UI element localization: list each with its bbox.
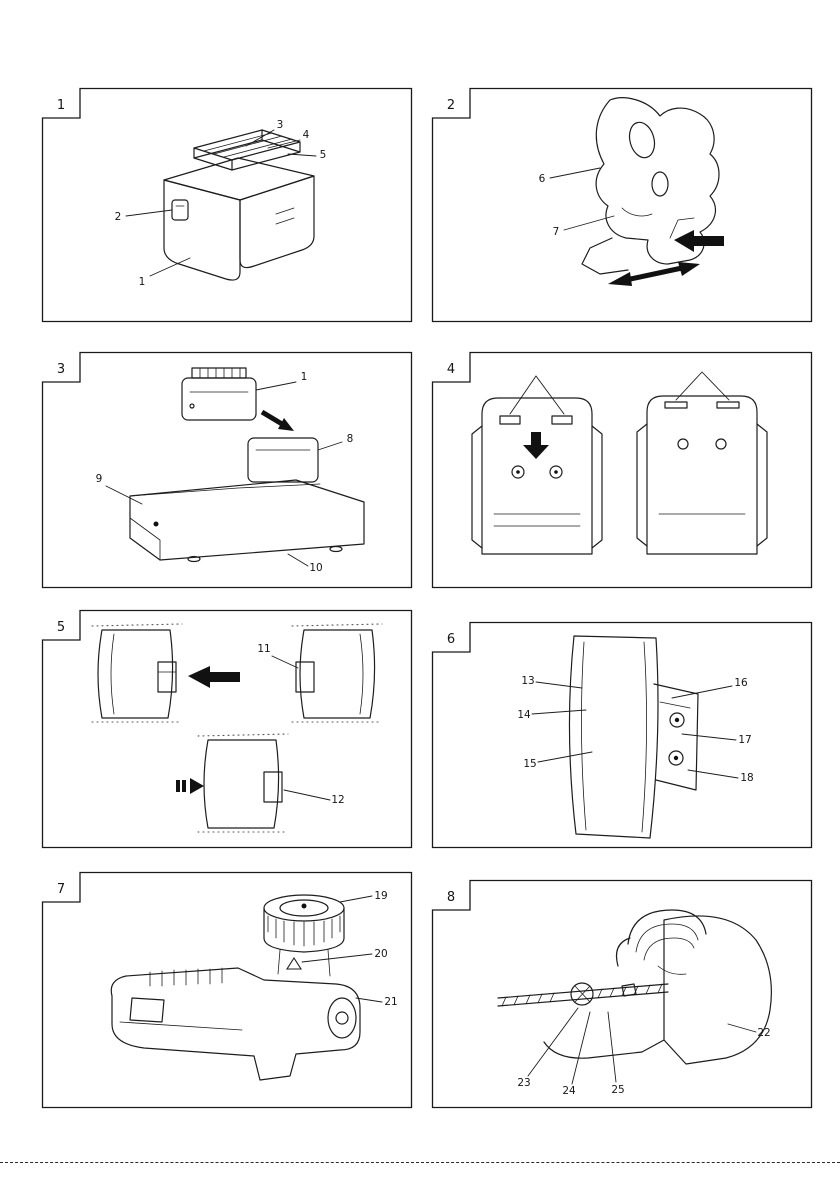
- page-trim-mark: [0, 1162, 840, 1163]
- insert-arrow-icon: [260, 409, 294, 431]
- callout-label: 19: [374, 890, 387, 902]
- callout-label: 5: [320, 149, 327, 161]
- callout-label: 22: [757, 1027, 770, 1039]
- callout-label: 2: [115, 211, 122, 223]
- tool-rear-right-drawing: [636, 395, 768, 555]
- triangle-mark-icon: [285, 956, 303, 970]
- callout-label: 12: [331, 794, 344, 806]
- callout-label: 8: [347, 433, 354, 445]
- battery-floating-drawing: [181, 367, 257, 421]
- callout-leader-lines: [125, 129, 317, 277]
- figure-frame: [431, 87, 813, 323]
- callout-label: 9: [96, 473, 103, 485]
- charger-drawing: [129, 479, 365, 563]
- adjuster-dial-drawing: [263, 894, 345, 977]
- small-slide-arrow-icon: [176, 778, 204, 794]
- nailer-body-drawing: [110, 967, 361, 1081]
- figure-panel-4: 4: [431, 351, 813, 589]
- push-arrow-icon: [674, 230, 724, 252]
- callout-label: 6: [539, 173, 546, 185]
- callout-label: 20: [374, 948, 387, 960]
- callout-label: 24: [562, 1085, 576, 1097]
- down-arrow-icon: [523, 432, 549, 459]
- figure-number: 2: [447, 98, 455, 113]
- hook-view-left-drawing: [91, 623, 183, 723]
- figure-panel-6: 6 13 14 15 16 17 18: [431, 621, 813, 849]
- figure-panel-3: 3 1 8 9 10: [41, 351, 413, 589]
- callout-label: 25: [611, 1084, 624, 1096]
- callout-leader-lines: [301, 895, 383, 1003]
- figure-panel-2: 2 6 7: [431, 87, 813, 323]
- slide-arrow-icon: [188, 666, 240, 688]
- callout-leader-lines: [531, 681, 739, 779]
- callout-label: 1: [301, 371, 308, 383]
- hook-view-right-drawing: [291, 623, 383, 723]
- figure-frame: [431, 621, 813, 849]
- callout-label: 4: [303, 129, 310, 141]
- callout-label: 14: [517, 709, 531, 721]
- figure-panel-7: 7 19 20 21: [41, 871, 413, 1109]
- callout-label: 17: [738, 734, 751, 746]
- battery-pack-drawing: [163, 129, 315, 281]
- figure-frame: [41, 87, 413, 323]
- callout-label: 1: [139, 276, 146, 288]
- figure-number: 6: [447, 632, 455, 647]
- alignment-guide-left: [509, 375, 565, 415]
- figure-frame: [41, 609, 413, 849]
- figure-panel-5: 5 11: [41, 609, 413, 849]
- tool-back-drawing: [568, 635, 699, 839]
- figure-frame: [41, 871, 413, 1109]
- alignment-guide-right: [675, 371, 730, 401]
- hand-and-tool-drawing: [497, 909, 772, 1065]
- callout-label: 18: [740, 772, 753, 784]
- figure-number: 3: [57, 362, 65, 377]
- callout-leader-lines: [105, 381, 343, 567]
- callout-label: 10: [309, 562, 322, 574]
- tool-handle-drawing: [581, 97, 720, 275]
- callout-leader-lines: [527, 1007, 757, 1085]
- callout-label: 7: [553, 226, 560, 238]
- figure-panel-1: 1 1 2 3 4 5: [41, 87, 413, 323]
- figure-frame: [431, 351, 813, 589]
- figure-number: 4: [447, 362, 455, 377]
- callout-leader-lines: [271, 655, 331, 801]
- figure-number: 1: [57, 98, 65, 113]
- figure-number: 7: [57, 882, 65, 897]
- callout-label: 23: [517, 1077, 530, 1089]
- tool-rear-left-drawing: [471, 397, 603, 555]
- callout-label: 16: [734, 677, 748, 689]
- callout-leader-lines: [549, 167, 615, 231]
- callout-label: 13: [521, 675, 534, 687]
- battery-seated-drawing: [247, 437, 319, 483]
- hook-view-bottom-drawing: [197, 733, 289, 833]
- callout-label: 3: [277, 119, 284, 131]
- figure-number: 5: [57, 620, 65, 635]
- callout-label: 15: [523, 758, 536, 770]
- figure-frame: [41, 351, 413, 589]
- figure-number: 8: [447, 890, 455, 905]
- figure-panel-8: 8 22 23 24 25: [431, 879, 813, 1109]
- double-arrow-icon: [608, 262, 700, 286]
- figure-frame: [431, 879, 813, 1109]
- callout-label: 11: [257, 643, 270, 655]
- callout-label: 21: [384, 996, 397, 1008]
